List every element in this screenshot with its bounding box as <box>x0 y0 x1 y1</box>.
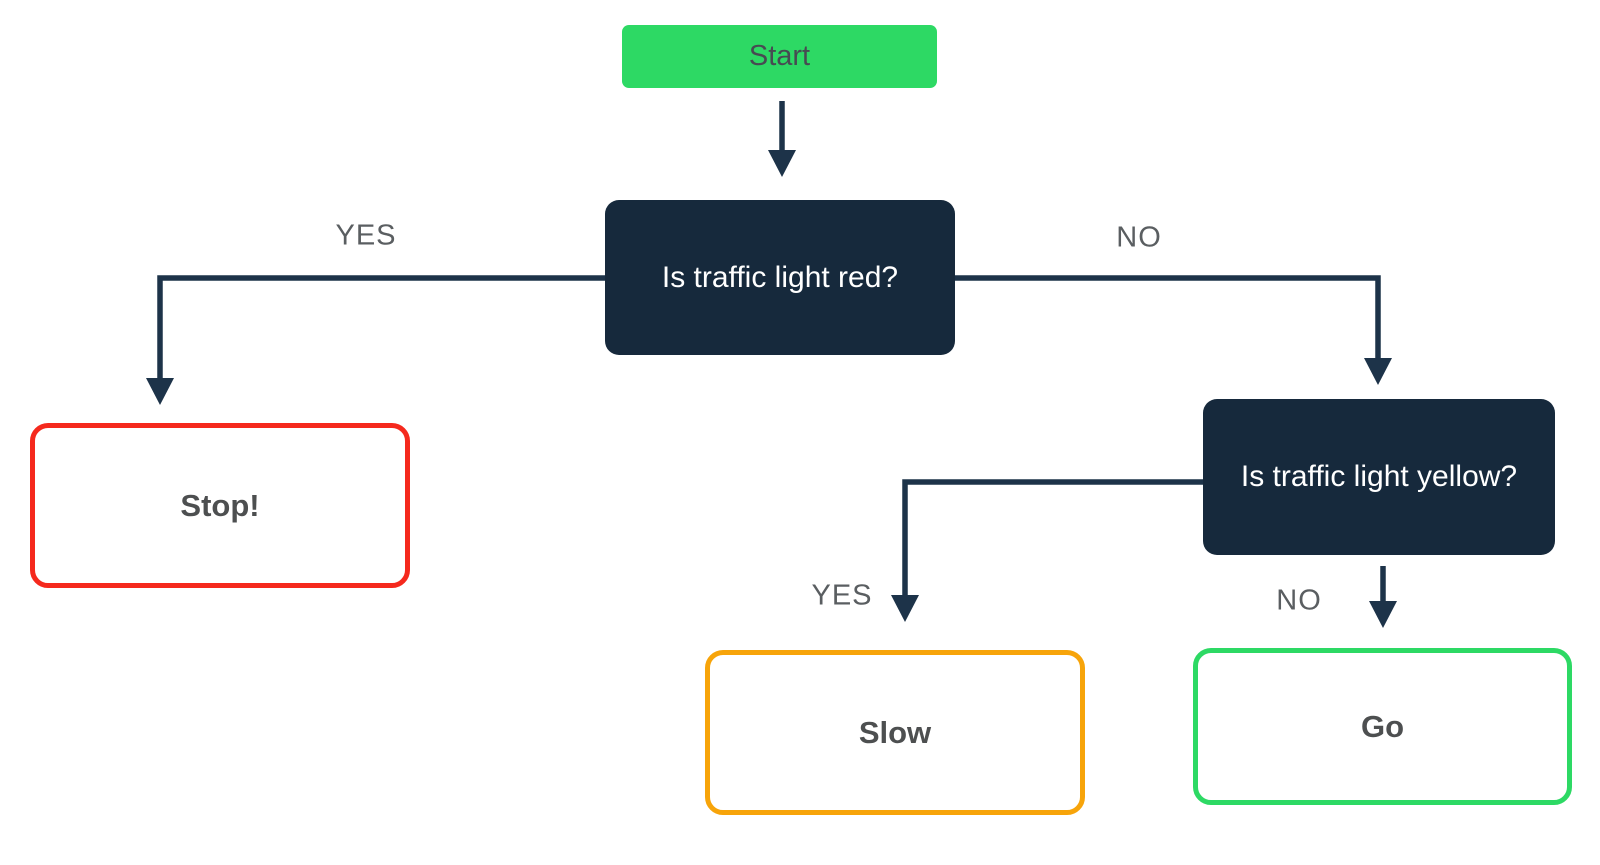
node-slow-label: Slow <box>858 714 932 750</box>
arrowhead-icon <box>768 150 796 177</box>
edge-label-red-yes: YES <box>335 219 397 252</box>
edge-label-red-no: NO <box>1116 221 1162 254</box>
node-slow: Slow <box>705 650 1085 815</box>
edge-red-yes-to-stop <box>146 275 605 405</box>
arrowhead-icon <box>146 378 174 405</box>
node-go: Go <box>1193 648 1572 805</box>
node-stop: Stop! <box>30 423 410 588</box>
node-start: Start <box>622 25 937 88</box>
node-question-yellow-label: Is traffic light yellow? <box>1240 460 1518 493</box>
edge-label-yellow-yes: YES <box>811 579 873 612</box>
edge-label-yellow-no: NO <box>1276 584 1322 617</box>
node-question-yellow: Is traffic light yellow? <box>1203 399 1555 555</box>
node-question-red: Is traffic light red? <box>605 200 955 355</box>
arrowhead-icon <box>1364 358 1392 385</box>
node-stop-label: Stop! <box>180 487 260 523</box>
edge-red-no-to-yellow <box>955 275 1392 385</box>
arrowhead-icon <box>891 595 919 622</box>
node-go-label: Go <box>1360 708 1405 744</box>
arrowhead-icon <box>1369 601 1397 628</box>
node-start-label: Start <box>748 40 811 72</box>
edge-yellow-no-to-go <box>1369 566 1397 628</box>
edge-yellow-yes-to-slow <box>891 479 1203 622</box>
edge-start-to-red <box>768 101 796 177</box>
node-question-red-label: Is traffic light red? <box>661 260 899 294</box>
